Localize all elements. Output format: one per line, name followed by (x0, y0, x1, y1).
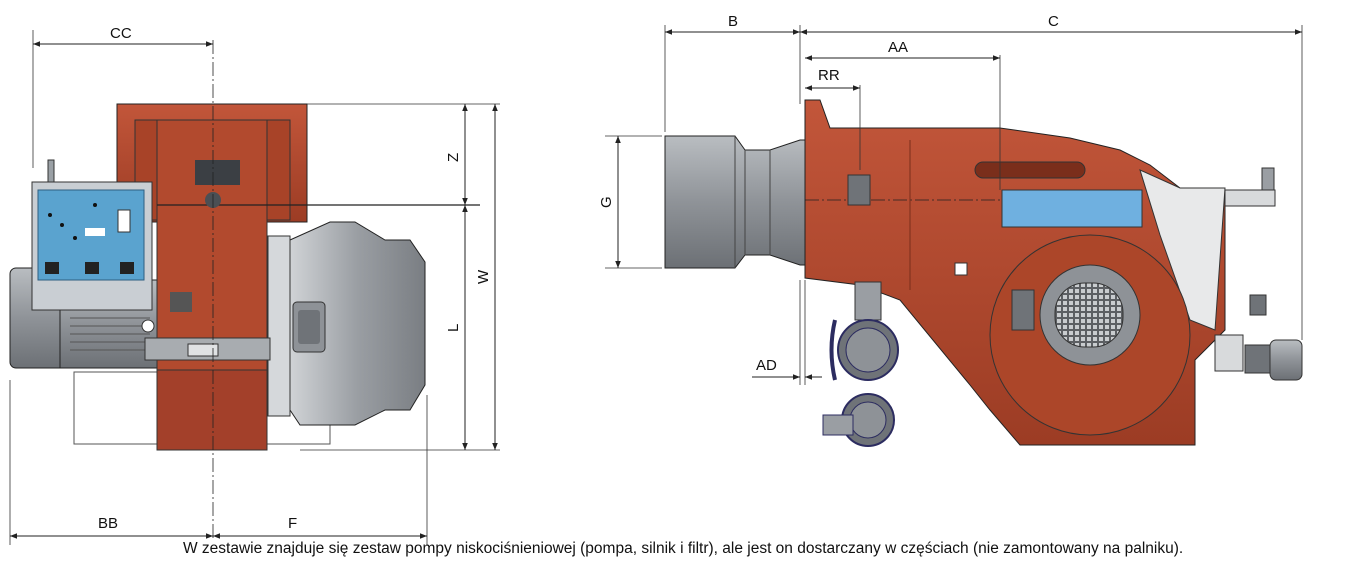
dim-z-label: Z (445, 153, 462, 162)
front-control-panel (31, 159, 153, 311)
dim-c-label: C (1048, 13, 1059, 30)
dim-w-label: W (475, 269, 492, 284)
dim-cc-label: CC (110, 25, 132, 42)
front-pump (141, 319, 271, 361)
dim-b-label: B (728, 13, 738, 30)
side-gas-valve (822, 281, 899, 447)
front-air-housing (267, 221, 426, 426)
side-blast-tube (664, 135, 806, 269)
front-view: CC Z L W BB F (9, 25, 500, 545)
dim-l-label: L (445, 324, 462, 332)
dim-bb-label: BB (98, 515, 118, 532)
side-view: B C AA RR G AD (598, 13, 1303, 447)
dim-rr-label: RR (818, 67, 840, 84)
side-fan-housing (989, 169, 1226, 436)
dim-ad-label: AD (756, 357, 777, 374)
dim-f-label: F (288, 515, 297, 532)
dim-g-label: G (598, 196, 615, 208)
dim-aa-label: AA (888, 39, 908, 56)
front-red-housing (116, 103, 480, 451)
side-fittings (1214, 167, 1303, 381)
caption-note: W zestawie znajduje się zestaw pompy nis… (183, 540, 1184, 557)
